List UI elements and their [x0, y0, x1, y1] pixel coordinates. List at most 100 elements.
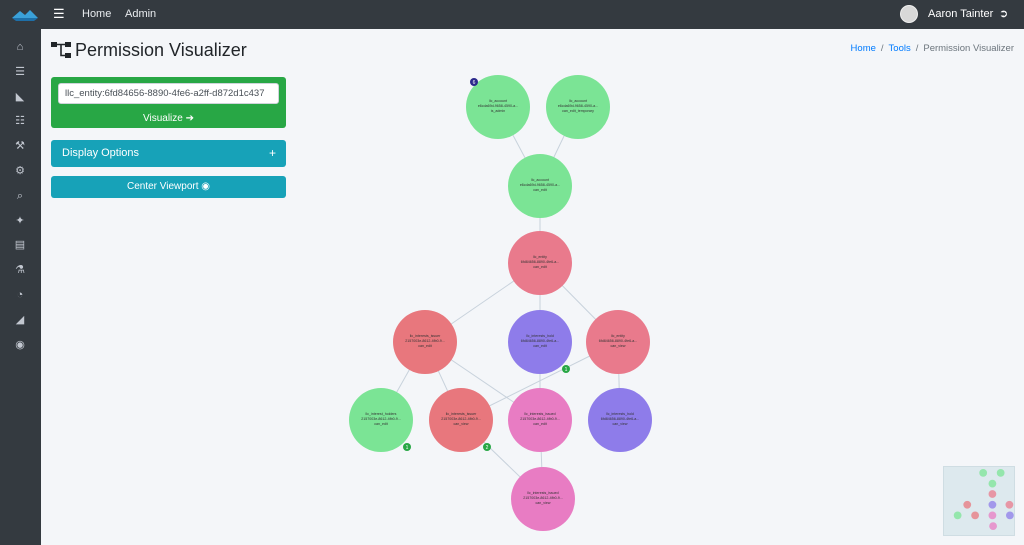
node-label: llc_interest_holders	[366, 412, 397, 416]
graph-node[interactable]: llc_entity6fd84656-8890-4fe6-a...can_vie…	[586, 310, 650, 374]
book-icon[interactable]: ▤	[14, 239, 26, 252]
page-title: Permission Visualizer	[75, 40, 247, 60]
node-circle[interactable]	[429, 388, 493, 452]
minimap-node	[988, 490, 997, 498]
node-badge-count: 6	[473, 80, 476, 86]
node-label: 2157003e-8612-4fb0-9...	[520, 417, 560, 421]
graph-node[interactable]: llc_accounte6cda69d-9658-4590-a...can_ed…	[508, 154, 572, 218]
display-options-panel[interactable]: Display Options +	[51, 140, 286, 167]
node-circle[interactable]	[588, 388, 652, 452]
user-name[interactable]: Aaron Tainter	[928, 8, 994, 20]
node-label: llc_interests_issued	[524, 412, 555, 416]
wrench-icon[interactable]: ⚙	[15, 165, 25, 177]
node-label: llc_interests_issued	[527, 491, 558, 495]
sitemap-icon[interactable]: ☷	[15, 115, 25, 128]
graph-node[interactable]: llc_entity6fd84656-8890-4fe6-a...can_edi…	[508, 231, 572, 295]
flask-icon[interactable]: ⚗	[15, 264, 25, 277]
node-circle[interactable]	[508, 310, 572, 374]
node-label: llc_interests_issuer	[410, 334, 441, 338]
node-badge	[470, 78, 478, 86]
graph-minimap[interactable]	[943, 466, 1015, 536]
node-label: can_edit	[374, 422, 388, 426]
graph-node[interactable]: llc_interests_issued2157003e-8612-4fb0-9…	[508, 388, 572, 452]
minimap-node	[979, 468, 988, 477]
node-label: 6fd84656-8890-4fe6-a...	[601, 417, 640, 421]
graph-node[interactable]: llc_interests_issuer2157003e-8612-4fb0-9…	[429, 388, 493, 452]
plus-icon[interactable]: +	[268, 146, 276, 160]
minimap-node	[963, 500, 972, 509]
node-label: can_edit	[533, 188, 547, 192]
node-badge	[562, 365, 570, 373]
visualize-button[interactable]: Visualize ➔	[143, 113, 194, 124]
top-navbar: ☰ Home Admin Aaron Tainter ➲	[0, 0, 1024, 29]
node-circle[interactable]	[508, 231, 572, 295]
search-icon[interactable]: ⌕	[16, 189, 24, 202]
graph-node[interactable]: llc_accounte6cda69d-9658-4590-a...is_adm…	[466, 75, 530, 139]
puzzle-icon[interactable]: ✦	[15, 214, 25, 227]
center-viewport-button[interactable]: Center Viewport ◉	[51, 176, 286, 198]
node-label: llc_interests_issuer	[446, 412, 477, 416]
node-badge	[483, 443, 491, 451]
minimap-node	[988, 479, 997, 488]
node-label: llc_interests_hold	[606, 412, 634, 416]
graph-node[interactable]: llc_interests_issued2157003e-8612-4fb0-9…	[511, 467, 575, 531]
node-label: 2157003e-8612-4fb0-9...	[405, 339, 445, 343]
breadcrumb-separator: /	[915, 43, 919, 54]
sidebar: ⌂ ☰ ◣ ☷ ⚒ ⚙ ⌕ ✦ ▤ ⚗ ◔ ◢ ◉	[0, 29, 41, 545]
feed-icon[interactable]: ◣	[15, 90, 25, 103]
area-chart-icon[interactable]: ◢	[15, 313, 25, 326]
sitemap-icon	[51, 42, 71, 58]
github-icon[interactable]: ◉	[15, 338, 25, 351]
node-circle[interactable]	[508, 154, 572, 218]
node-circle[interactable]	[586, 310, 650, 374]
minimap-node	[1006, 511, 1014, 520]
node-circle[interactable]	[546, 75, 610, 139]
breadcrumb-tools[interactable]: Tools	[888, 43, 911, 54]
node-label: 2157003e-8612-4fb0-9...	[523, 496, 563, 500]
logout-icon[interactable]: ➲	[999, 8, 1009, 20]
hammer-icon[interactable]: ⚒	[15, 140, 25, 153]
nav-admin-link[interactable]: Admin	[125, 8, 157, 20]
node-label: can_edit	[533, 422, 547, 426]
node-label: llc_account	[569, 99, 587, 103]
node-label: e6cda69d-9658-4590-a...	[478, 104, 518, 108]
menu-toggle-icon[interactable]: ☰	[53, 6, 65, 21]
graph-node[interactable]: llc_accounte6cda69d-9658-4590-a...can_ed…	[546, 75, 610, 139]
node-label: can_view	[454, 422, 469, 426]
node-label: llc_account	[489, 99, 507, 103]
node-label: 6fd84656-8890-4fe6-a...	[521, 260, 560, 264]
graph-node[interactable]: llc_interests_hold6fd84656-8890-4fe6-a..…	[588, 388, 652, 452]
node-badge-count: 1	[565, 367, 568, 373]
graph-node[interactable]: llc_interest_holders2157003e-8612-4fb0-9…	[349, 388, 413, 452]
node-circle[interactable]	[511, 467, 575, 531]
breadcrumb: Home/Tools/Permission Visualizer	[851, 43, 1014, 54]
node-label: can_edit	[418, 344, 432, 348]
node-circle[interactable]	[466, 75, 530, 139]
node-label: 2157003e-8612-4fb0-9...	[361, 417, 401, 421]
minimap-node	[988, 500, 997, 509]
layers-icon[interactable]: ☰	[15, 65, 25, 78]
node-badge	[403, 443, 411, 451]
node-circle[interactable]	[508, 388, 572, 452]
entity-panel: Visualize ➔	[51, 77, 286, 128]
node-label: e6cda69d-9658-4590-a...	[520, 183, 560, 187]
minimap-node	[971, 511, 979, 520]
home-icon[interactable]: ⌂	[16, 41, 24, 53]
graph-node[interactable]: llc_interests_issuer2157003e-8612-4fb0-9…	[393, 310, 457, 374]
graph-node[interactable]: llc_interests_hold6fd84656-8890-4fe6-a..…	[508, 310, 572, 374]
node-label: is_admin	[491, 109, 505, 113]
node-label: 6fd84656-8890-4fe6-a...	[521, 339, 560, 343]
minimap-node	[996, 468, 1005, 477]
minimap-node	[988, 511, 997, 520]
breadcrumb-home[interactable]: Home	[850, 43, 876, 54]
brand-logo-icon[interactable]	[12, 8, 38, 22]
avatar[interactable]	[900, 5, 918, 23]
nav-home-link[interactable]: Home	[82, 8, 112, 20]
entity-input[interactable]	[58, 83, 279, 104]
node-circle[interactable]	[349, 388, 413, 452]
node-label: e6cda69d-9658-4590-a...	[558, 104, 598, 108]
pie-chart-icon[interactable]: ◔	[16, 289, 24, 301]
minimap-node	[1005, 500, 1014, 509]
node-circle[interactable]	[393, 310, 457, 374]
